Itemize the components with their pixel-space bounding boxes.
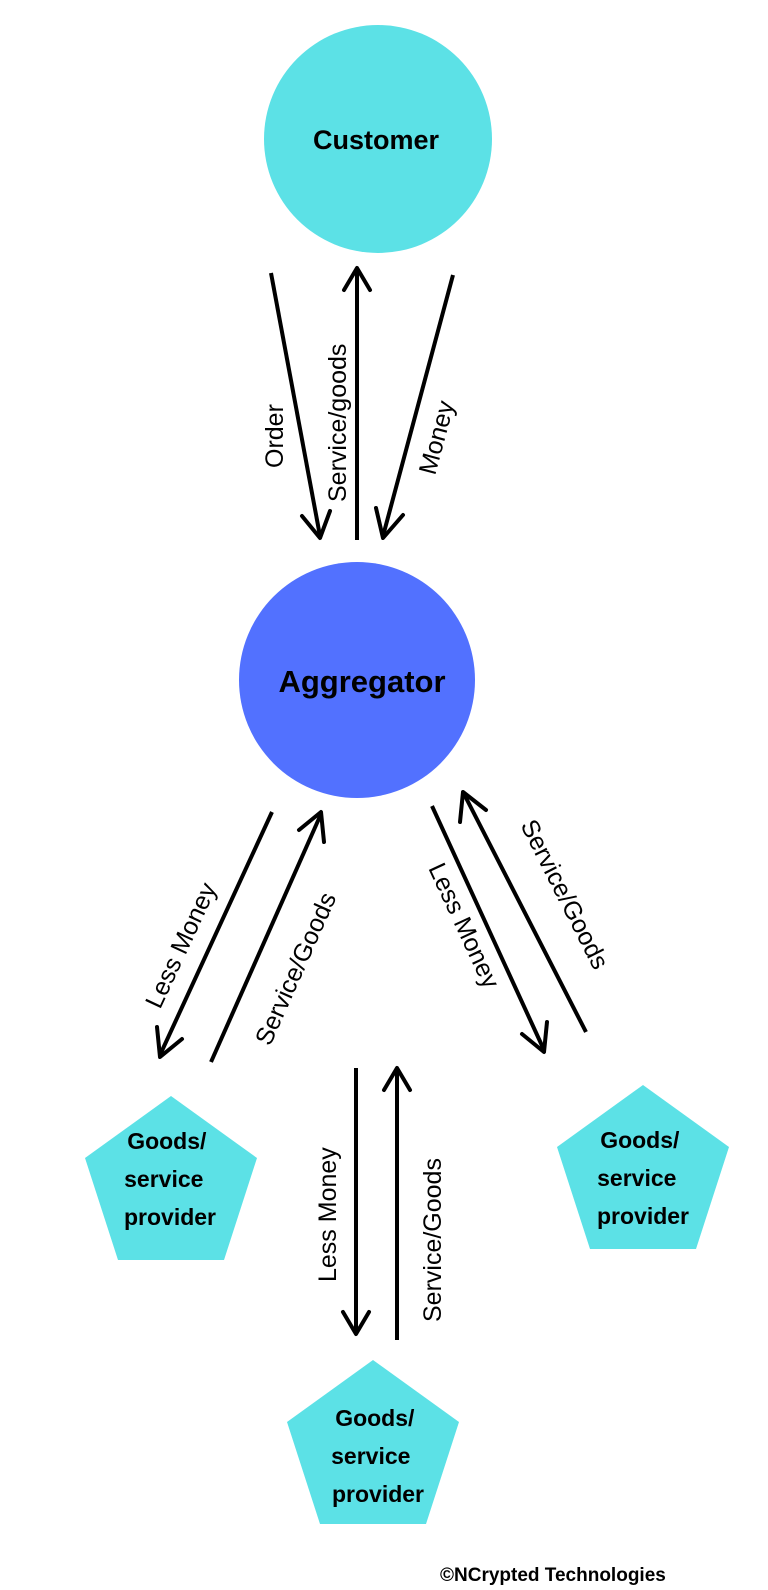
left-service-arrow	[209, 810, 326, 1063]
order-arrow	[269, 272, 332, 540]
provider-left-line-1: Goods/	[127, 1128, 207, 1154]
order-label: Order	[261, 404, 289, 468]
copyright-notice: ©NCrypted Technologies	[440, 1565, 666, 1586]
customer-node: Customer	[264, 25, 492, 253]
provider-left-line-2: service	[124, 1166, 203, 1192]
right-service-label: Service/Goods	[515, 815, 614, 974]
money-arrow	[374, 274, 455, 540]
provider-right-line-1: Goods/	[600, 1127, 680, 1153]
provider-bottom-line-2: service	[331, 1443, 410, 1469]
right-service-arrow	[458, 790, 588, 1033]
provider-bottom-node: Goods/ service provider	[287, 1360, 459, 1524]
right-less-money-arrow	[430, 805, 549, 1054]
provider-bottom-line-1: Goods/	[335, 1405, 415, 1431]
aggregator-label: Aggregator	[278, 664, 445, 699]
bottom-less-money-label: Less Money	[314, 1147, 342, 1282]
provider-left-line-3: provider	[124, 1204, 216, 1230]
provider-left-node: Goods/ service provider	[85, 1096, 257, 1260]
customer-service-label: Service/goods	[324, 344, 352, 502]
customer-label: Customer	[313, 125, 440, 155]
aggregator-circle	[239, 562, 475, 798]
customer-service-arrow	[342, 266, 372, 540]
provider-bottom-pentagon	[287, 1360, 459, 1524]
provider-left-label: Goods/ service provider	[124, 1128, 216, 1230]
left-service-label: Service/Goods	[250, 888, 342, 1049]
bottom-service-arrow	[382, 1066, 412, 1340]
provider-bottom-label: Goods/ service provider	[331, 1405, 424, 1507]
provider-right-pentagon	[557, 1085, 729, 1249]
provider-right-line-2: service	[597, 1165, 676, 1191]
aggregator-node: Aggregator	[239, 562, 475, 798]
customer-circle	[264, 25, 492, 253]
provider-right-label: Goods/ service provider	[597, 1127, 689, 1229]
money-label: Money	[414, 397, 461, 477]
left-less-money-arrow	[155, 811, 274, 1059]
bottom-less-money-arrow	[341, 1068, 371, 1336]
bottom-service-label: Service/Goods	[419, 1158, 447, 1322]
provider-right-node: Goods/ service provider	[557, 1085, 729, 1249]
provider-left-pentagon	[85, 1096, 257, 1260]
provider-bottom-line-3: provider	[332, 1481, 424, 1507]
provider-right-line-3: provider	[597, 1203, 689, 1229]
